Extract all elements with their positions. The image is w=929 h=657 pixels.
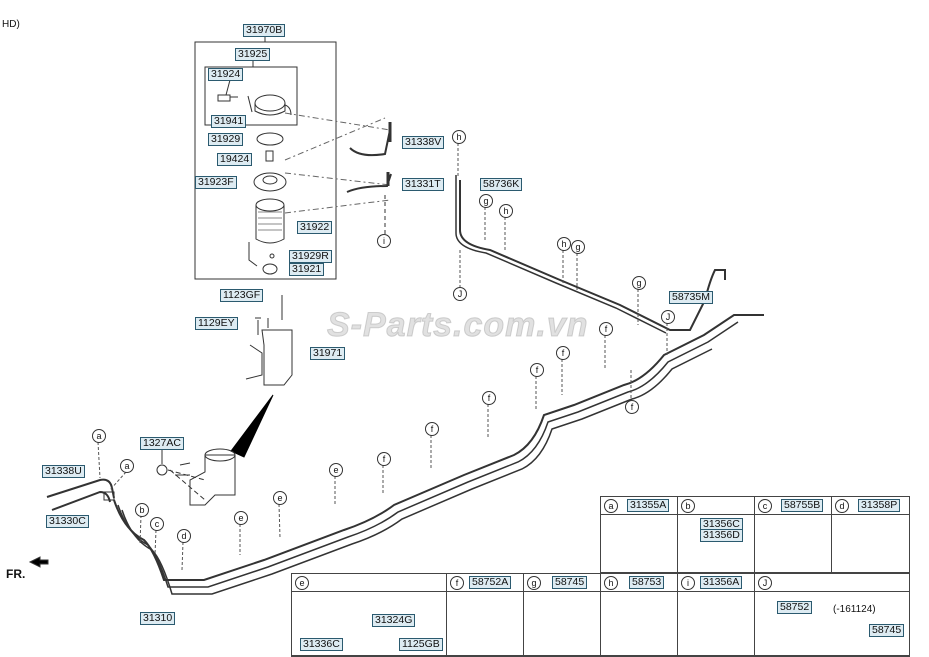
part-label-31338u[interactable]: 31338U <box>42 465 85 478</box>
callout-e: e <box>234 511 248 525</box>
legend-cell-a: a 31355A <box>601 497 678 573</box>
part-label-31921[interactable]: 31921 <box>289 263 325 276</box>
legend-row-1: a 31355A b 31356C 31356D c 58755B d 3135… <box>600 496 910 574</box>
legend-part-1125gb[interactable]: 1125GB <box>399 638 443 651</box>
part-label-31922[interactable]: 31922 <box>297 221 333 234</box>
callout-f: f <box>599 322 613 336</box>
part-label-58736k[interactable]: 58736K <box>480 178 523 191</box>
part-label-31923f[interactable]: 31923F <box>195 176 237 189</box>
legend-key-e: e <box>295 576 309 590</box>
front-direction-label: FR. <box>6 567 26 581</box>
legend-part-58755b[interactable]: 58755B <box>781 499 824 512</box>
legend-part-58745-j[interactable]: 58745 <box>869 624 905 637</box>
legend-key-c: c <box>758 499 772 513</box>
callout-d: d <box>177 529 191 543</box>
legend-cell-f: f 58752A <box>447 574 524 656</box>
callout-a: a <box>120 459 134 473</box>
callout-j: J <box>661 310 675 324</box>
callout-g: g <box>479 194 493 208</box>
callout-f: f <box>425 422 439 436</box>
legend-key-g: g <box>527 576 541 590</box>
callout-g: g <box>632 276 646 290</box>
legend-cell-g: g 58745 <box>524 574 601 656</box>
part-label-31924[interactable]: 31924 <box>208 68 244 81</box>
legend-row-2: e 31324G 31336C 1125GB f 58752A g 58745 … <box>291 573 910 657</box>
legend-part-31324g[interactable]: 31324G <box>372 614 416 627</box>
legend-cell-i: i 31356A <box>678 574 755 656</box>
legend-part-58752a[interactable]: 58752A <box>469 576 512 589</box>
callout-i: i <box>377 234 391 248</box>
callout-h: h <box>499 204 513 218</box>
legend-key-a: a <box>604 499 618 513</box>
part-label-31970b[interactable]: 31970B <box>243 24 286 37</box>
legend-part-31356d[interactable]: 31356D <box>700 529 743 542</box>
watermark: S-Parts.com.vn <box>327 306 589 345</box>
callout-b: b <box>135 503 149 517</box>
callout-j: J <box>453 287 467 301</box>
callout-f: f <box>530 363 544 377</box>
callout-h: h <box>452 130 466 144</box>
legend-note-date: (-161124) <box>833 604 876 615</box>
part-label-1129ey[interactable]: 1129EY <box>195 317 238 330</box>
callout-e: e <box>329 463 343 477</box>
legend-cell-b: b 31356C 31356D <box>678 497 755 573</box>
part-label-31941[interactable]: 31941 <box>211 115 247 128</box>
callout-f: f <box>482 391 496 405</box>
part-label-1327ac[interactable]: 1327AC <box>140 437 184 450</box>
callout-f: f <box>377 452 391 466</box>
header-note: HD) <box>2 19 20 30</box>
part-label-19424[interactable]: 19424 <box>217 153 253 166</box>
legend-part-31356a[interactable]: 31356A <box>700 576 743 589</box>
legend-key-j: J <box>758 576 772 590</box>
legend-key-f: f <box>450 576 464 590</box>
callout-c: c <box>150 517 164 531</box>
callout-h: h <box>557 237 571 251</box>
callout-g: g <box>571 240 585 254</box>
legend-cell-h: h 58753 <box>601 574 678 656</box>
part-label-31929r[interactable]: 31929R <box>289 250 332 263</box>
legend-part-31336c[interactable]: 31336C <box>300 638 343 651</box>
part-label-31330c[interactable]: 31330C <box>46 515 89 528</box>
callout-f: f <box>625 400 639 414</box>
callout-e: e <box>273 491 287 505</box>
legend-key-d: d <box>835 499 849 513</box>
legend-key-h: h <box>604 576 618 590</box>
legend-part-58752[interactable]: 58752 <box>777 601 813 614</box>
legend-key-b: b <box>681 499 695 513</box>
part-label-31331t[interactable]: 31331T <box>402 178 444 191</box>
part-label-31929[interactable]: 31929 <box>208 133 244 146</box>
legend-cell-c: c 58755B <box>755 497 832 573</box>
part-label-31925[interactable]: 31925 <box>235 48 271 61</box>
part-label-31310[interactable]: 31310 <box>140 612 176 625</box>
legend-part-58745[interactable]: 58745 <box>552 576 588 589</box>
callout-f: f <box>556 346 570 360</box>
legend-cell-j: J 58752 (-161124) 58745 <box>755 574 909 656</box>
part-label-1123gf[interactable]: 1123GF <box>220 289 264 302</box>
legend-part-31355a[interactable]: 31355A <box>627 499 670 512</box>
legend-cell-e: e 31324G 31336C 1125GB <box>292 574 447 656</box>
part-label-58735m[interactable]: 58735M <box>669 291 713 304</box>
callout-a: a <box>92 429 106 443</box>
part-label-31971[interactable]: 31971 <box>310 347 346 360</box>
part-label-31338v[interactable]: 31338V <box>402 136 445 149</box>
legend-cell-d: d 31358P <box>832 497 909 573</box>
legend-part-31358p[interactable]: 31358P <box>858 499 901 512</box>
legend-part-58753[interactable]: 58753 <box>629 576 665 589</box>
legend-key-i: i <box>681 576 695 590</box>
